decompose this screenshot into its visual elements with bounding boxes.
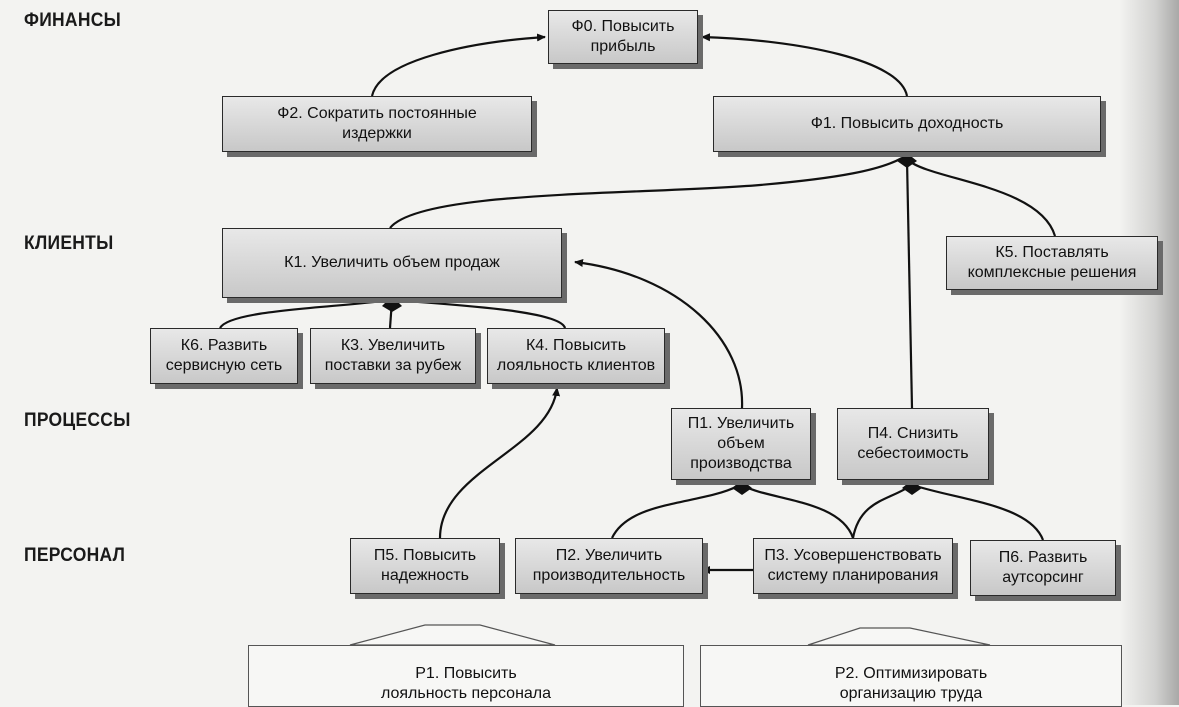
node-p2-label: П2. Увеличить производительность xyxy=(532,547,686,584)
arrowhead-p1 xyxy=(732,480,752,495)
edge-p2-p1 xyxy=(611,485,739,539)
node-r2: Р2. Оптимизировать организацию труда xyxy=(700,645,1122,707)
arrowhead-k1 xyxy=(382,296,402,312)
node-k4: К4. Повысить лояльность клиентов xyxy=(487,328,665,384)
node-r2-label: Р2. Оптимизировать организацию труда xyxy=(834,665,988,702)
edge-k4-k1 xyxy=(394,298,567,329)
level-finance: ФИНАНСЫ xyxy=(24,10,122,31)
arrowhead-p4 xyxy=(902,480,922,495)
level-processes: ПРОЦЕССЫ xyxy=(24,410,131,431)
node-k6-label: К6. Развить сервисную сеть xyxy=(165,337,283,374)
level-personnel: ПЕРСОНАЛ xyxy=(24,545,126,566)
node-k1: К1. Увеличить объем продаж xyxy=(222,228,562,298)
arrowhead-f1 xyxy=(897,153,917,168)
node-p1: П1. Увеличить объем производства xyxy=(671,408,811,480)
link-r1-up xyxy=(349,624,556,646)
node-p3: П3. Усовершенствовать систему планирован… xyxy=(753,538,953,594)
node-p5: П5. Повысить надежность xyxy=(350,538,500,594)
node-r1-label: Р1. Повысить лояльность персонала xyxy=(380,665,552,702)
node-f1: Ф1. Повысить доходность xyxy=(713,96,1101,152)
node-f2-label: Ф2. Сократить постоянные издержки xyxy=(277,105,477,142)
node-k5-label: К5. Поставлять комплексные решения xyxy=(967,244,1137,281)
node-p4: П4. Снизить себестоимость xyxy=(837,408,989,480)
node-f0: Ф0. Повысить прибыль xyxy=(548,10,698,64)
link-r2-up xyxy=(807,627,991,646)
node-f1-label: Ф1. Повысить доходность xyxy=(810,115,1004,132)
node-k3: К3. Увеличить поставки за рубеж xyxy=(310,328,476,384)
node-p5-label: П5. Повысить надежность xyxy=(373,547,477,584)
node-r1: Р1. Повысить лояльность персонала xyxy=(248,645,684,707)
node-p6-label: П6. Развить аутсорсинг xyxy=(998,549,1088,586)
level-clients: КЛИЕНТЫ xyxy=(24,233,114,254)
node-k3-label: К3. Увеличить поставки за рубеж xyxy=(324,337,462,374)
node-p2: П2. Увеличить производительность xyxy=(515,538,703,594)
node-f0-label: Ф0. Повысить прибыль xyxy=(571,18,675,55)
edge-p5-k4 xyxy=(438,387,561,539)
node-k4-label: К4. Повысить лояльность клиентов xyxy=(496,337,656,374)
node-f2: Ф2. Сократить постоянные издержки xyxy=(222,96,532,152)
page-edge-shadow xyxy=(1119,0,1179,705)
edge-p4-f1 xyxy=(905,159,914,409)
edge-k1-f1 xyxy=(389,157,903,229)
edge-f2-f0 xyxy=(370,33,546,97)
edge-p3-p4 xyxy=(851,485,911,539)
node-p3-label: П3. Усовершенствовать систему планирован… xyxy=(764,547,942,584)
edge-p1-k1 xyxy=(574,259,744,409)
edge-p3-p1 xyxy=(743,485,855,539)
node-k1-label: К1. Увеличить объем продаж xyxy=(284,254,500,271)
node-p6: П6. Развить аутсорсинг xyxy=(970,540,1116,596)
node-k5: К5. Поставлять комплексные решения xyxy=(946,236,1158,290)
edge-k5-f1 xyxy=(907,159,1057,237)
node-k6: К6. Развить сервисную сеть xyxy=(150,328,298,384)
edge-p6-p4 xyxy=(915,484,1045,541)
node-p4-label: П4. Снизить себестоимость xyxy=(857,425,969,462)
edge-f1-f0 xyxy=(701,33,909,97)
edge-k6-k1 xyxy=(219,298,393,329)
node-p1-label: П1. Увеличить объем производства xyxy=(687,415,795,472)
